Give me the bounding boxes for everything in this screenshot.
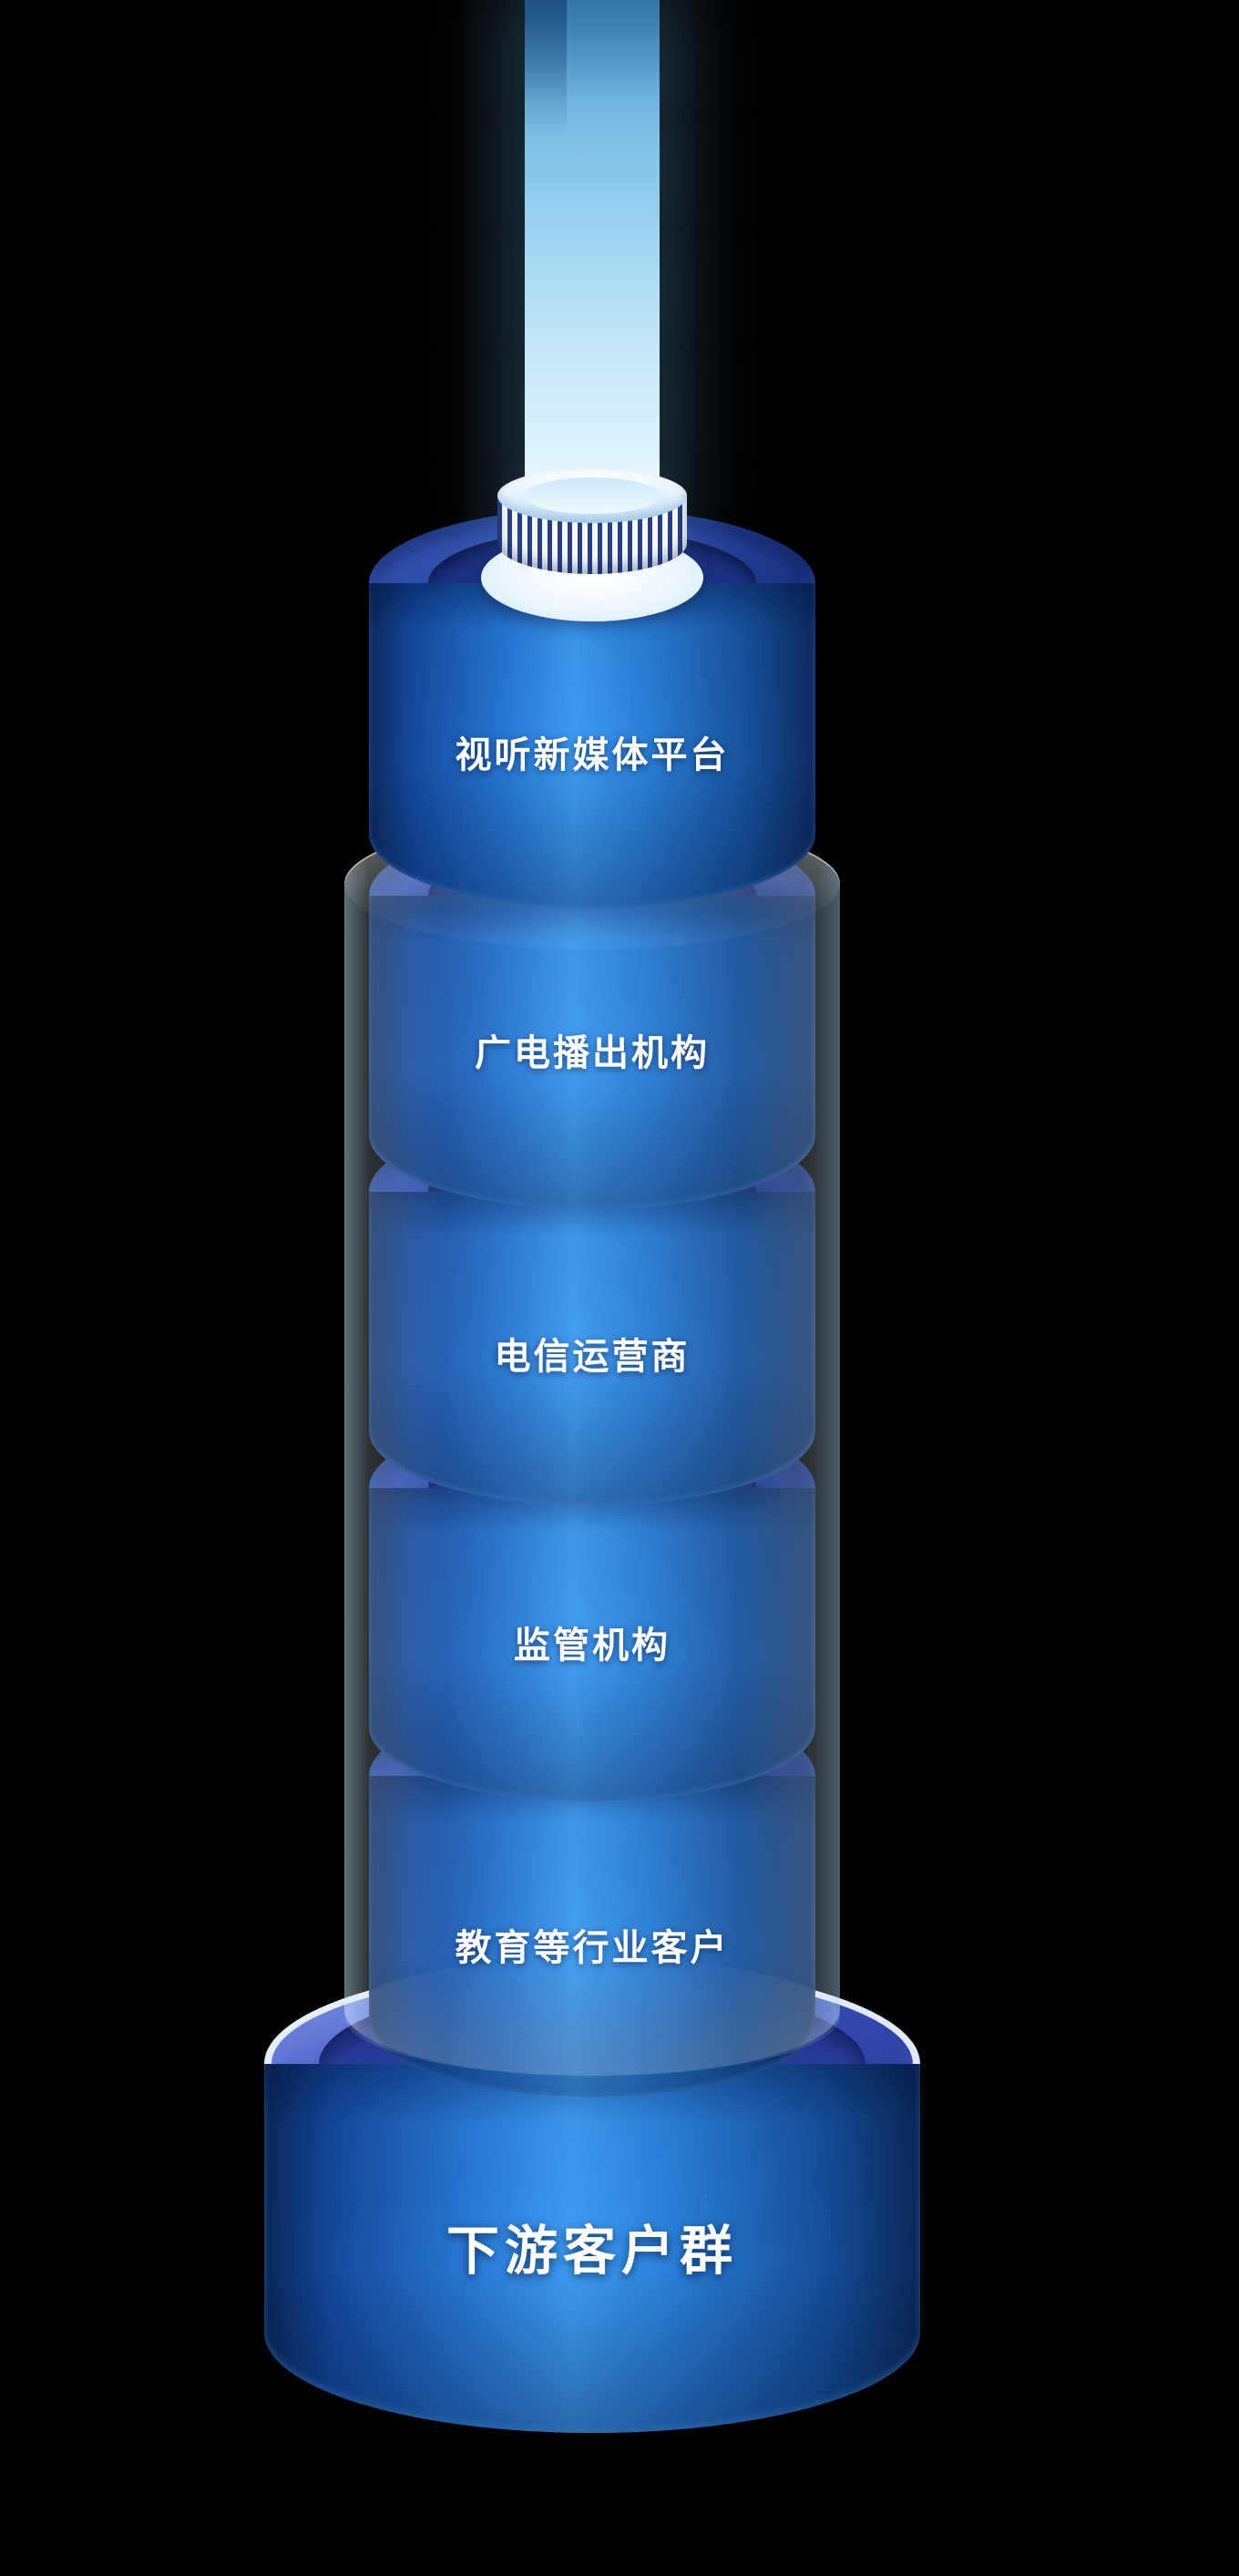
- cylinder-body: [369, 1488, 815, 1801]
- cylinder-body: [369, 1776, 815, 2097]
- glass-tube: [344, 818, 840, 2076]
- cylinder-label: 广电播出机构: [369, 1023, 815, 1076]
- cap: [497, 468, 687, 596]
- cylinder-label: 监管机构: [369, 1616, 815, 1668]
- cylinder-body: [369, 583, 815, 908]
- cylinder-body: [369, 896, 815, 1209]
- cylinder-label: 电信运营商: [369, 1327, 815, 1380]
- base-body: [264, 2064, 920, 2433]
- cylinder-label: 视听新媒体平台: [455, 734, 730, 776]
- cylinder-body: [369, 1192, 815, 1505]
- light-beam: [525, 0, 660, 533]
- cylinder-label: 教育等行业客户: [369, 1918, 815, 1971]
- cap-top-face: [497, 468, 687, 523]
- base-label: 下游客户群: [445, 2220, 738, 2282]
